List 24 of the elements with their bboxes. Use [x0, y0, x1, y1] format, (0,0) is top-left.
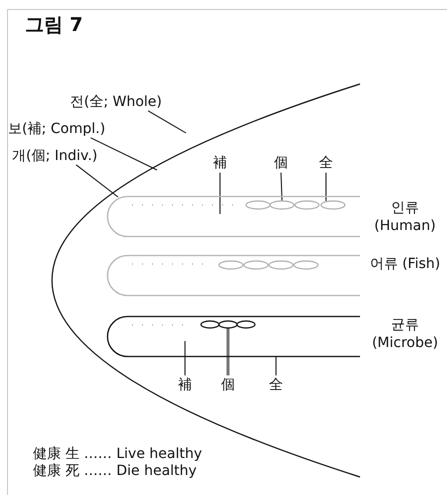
ellipse-chain [218, 260, 319, 270]
label-text: 全 [269, 377, 283, 393]
ellipse-chain [200, 320, 256, 328]
species-label: 어류 (Fish) [369, 255, 441, 273]
label-text: 補 [213, 155, 227, 171]
note-text: 健康 生 …… Live healthy [33, 446, 202, 462]
leader-line [184, 340, 186, 376]
leader-line [280, 172, 282, 202]
label-text: 個 [221, 377, 235, 393]
leader-line [90, 137, 158, 170]
ellipse-chain [245, 200, 346, 210]
label-text: 전(全; Whole) [70, 94, 162, 110]
leader-line [148, 110, 186, 134]
leader-line [226, 328, 230, 376]
label-text: 全 [319, 155, 333, 171]
note-text: 健康 死 …… Die healthy [33, 463, 197, 479]
species-label: 균류 (Microbe) [370, 316, 440, 352]
label-text: 개(個; Indiv.) [12, 148, 98, 164]
leader-line [76, 164, 118, 198]
figure-title: 그림 7 [25, 14, 83, 36]
label-text: 보(補; Compl.) [8, 121, 106, 137]
label-text: 個 [274, 155, 288, 171]
species-label: 인류 (Human) [373, 199, 437, 235]
label-text: 補 [178, 377, 192, 393]
